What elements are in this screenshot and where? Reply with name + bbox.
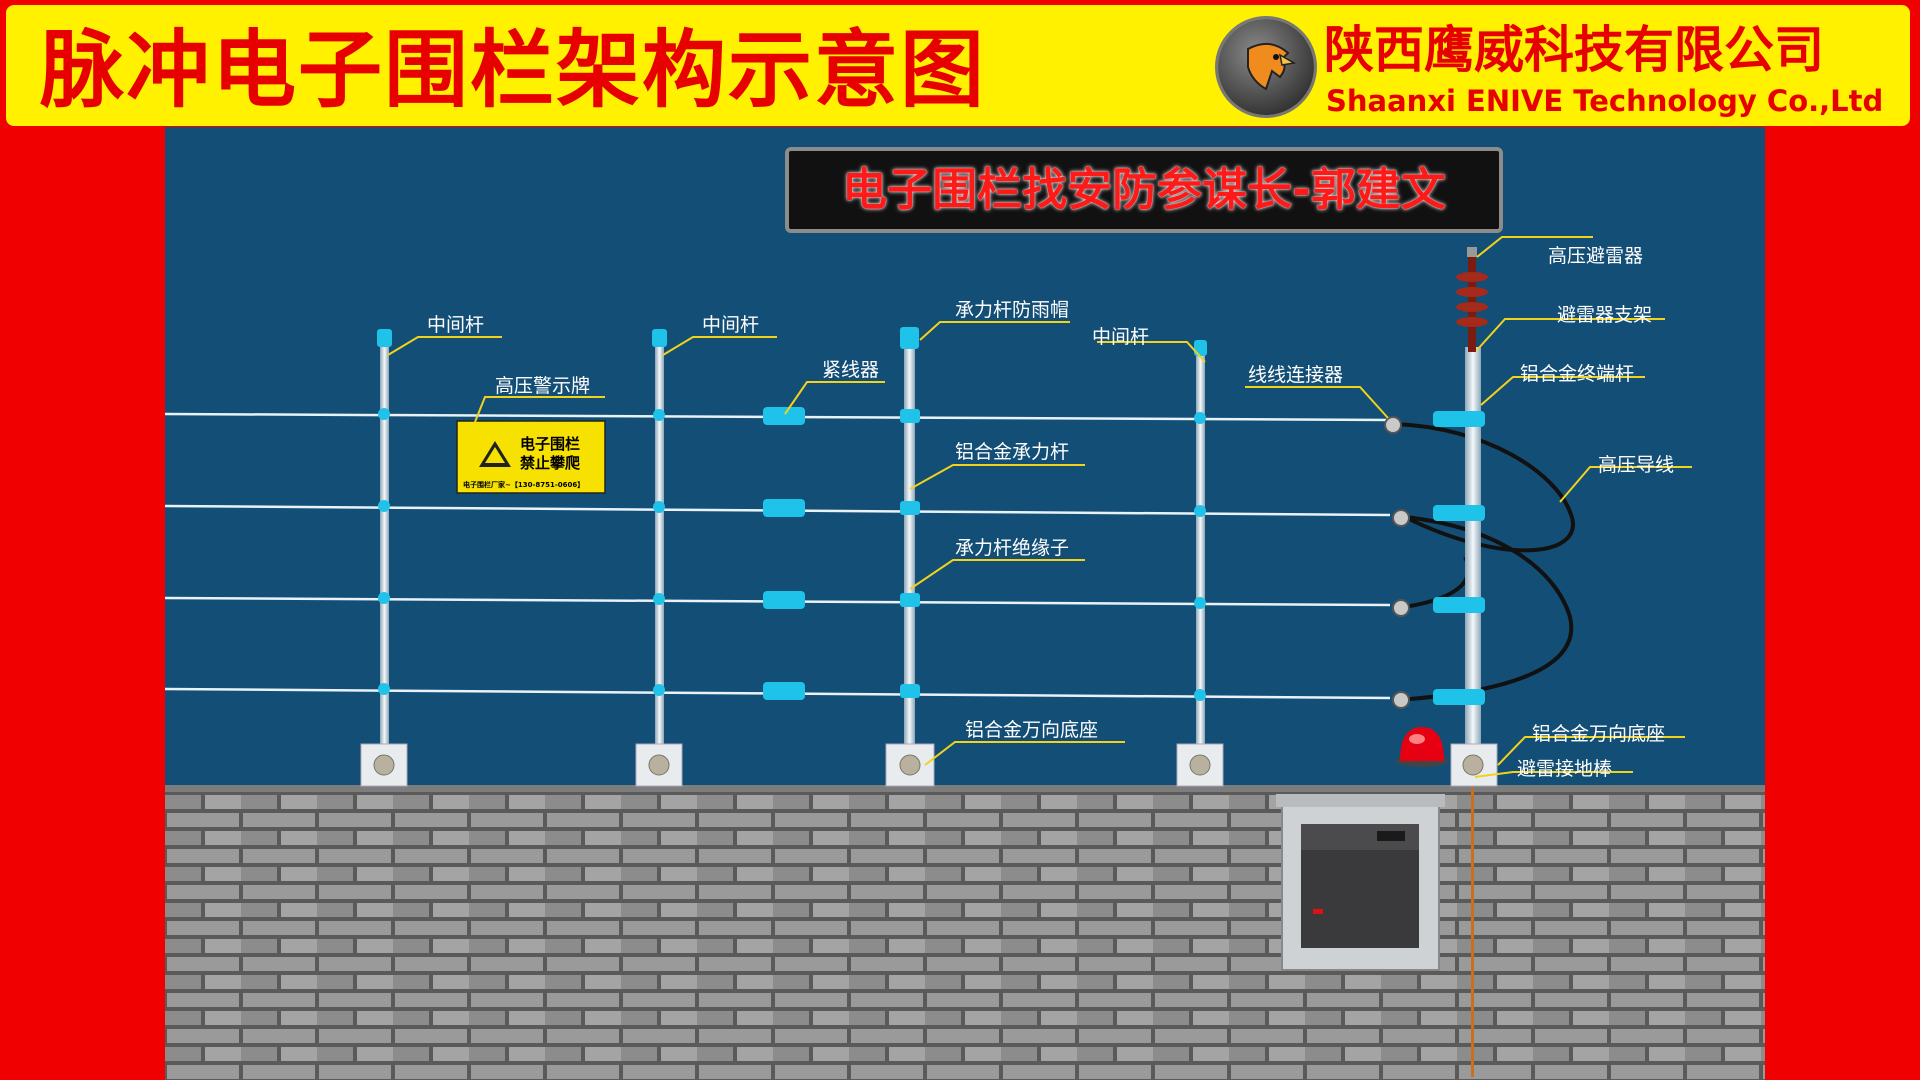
header-bar: 脉冲电子围栏架构示意图 陕西鹰威科技有限公司 Shaanxi ENIVE Tec… bbox=[6, 5, 1910, 126]
ground-rod bbox=[1471, 787, 1474, 1077]
label-load-pole: 铝合金承力杆 bbox=[955, 441, 1069, 463]
high-voltage-cable bbox=[1394, 422, 1575, 701]
label-arrester-bracket: 避雷器支架 bbox=[1557, 304, 1652, 326]
load-bearing-pole bbox=[885, 327, 935, 787]
eagle-logo-icon bbox=[1218, 19, 1314, 115]
slogan-text: 电子围栏找安防参谋长-郭建文 bbox=[842, 163, 1446, 216]
label-terminal-pole: 铝合金终端杆 bbox=[1520, 363, 1634, 385]
warning-sign: 电子围栏 禁止攀爬 电子围栏厂家~【130-8751-0606】 bbox=[456, 420, 606, 494]
sign-line-2: 禁止攀爬 bbox=[520, 454, 581, 472]
wire-insulators bbox=[378, 408, 1485, 705]
middle-pole-1 bbox=[360, 329, 408, 787]
label-warning-sign: 高压警示牌 bbox=[495, 375, 590, 397]
label-middle-pole-1: 中间杆 bbox=[427, 314, 484, 336]
company-name-en: Shaanxi ENIVE Technology Co.,Ltd bbox=[1326, 84, 1884, 118]
page-title: 脉冲电子围栏架构示意图 bbox=[40, 21, 987, 119]
diagram-panel: 电子围栏 禁止攀爬 电子围栏厂家~【130-8751-0606】 bbox=[165, 127, 1765, 1080]
label-ground-rod: 避雷接地棒 bbox=[1517, 758, 1612, 780]
label-rain-cap: 承力杆防雨帽 bbox=[955, 299, 1069, 321]
brick-wall bbox=[165, 790, 1765, 1080]
sign-line-1: 电子围栏 bbox=[520, 435, 580, 453]
label-middle-pole-3: 中间杆 bbox=[1092, 326, 1149, 348]
label-tensioner: 紧线器 bbox=[822, 359, 879, 381]
wire-tensioners bbox=[763, 407, 805, 700]
controller-box bbox=[1276, 794, 1445, 971]
label-leaders bbox=[387, 236, 1692, 778]
label-base-1: 铝合金万向底座 bbox=[965, 719, 1098, 741]
label-connector: 线线连接器 bbox=[1248, 364, 1343, 386]
label-middle-pole-2: 中间杆 bbox=[702, 314, 759, 336]
wall-top-ledge bbox=[165, 785, 1765, 792]
terminal-pole bbox=[1450, 347, 1498, 787]
label-hv-wire: 高压导线 bbox=[1598, 454, 1674, 476]
fence-diagram: 电子围栏 禁止攀爬 电子围栏厂家~【130-8751-0606】 bbox=[165, 236, 1765, 1080]
middle-pole-2 bbox=[635, 329, 683, 787]
label-base-2: 铝合金万向底座 bbox=[1532, 723, 1665, 745]
middle-pole-3 bbox=[1176, 340, 1224, 787]
label-arrester: 高压避雷器 bbox=[1548, 245, 1643, 267]
wire-connectors bbox=[1384, 416, 1410, 709]
slogan-banner: 电子围栏找安防参谋长-郭建文 bbox=[785, 147, 1503, 233]
fence-wires bbox=[165, 412, 1391, 700]
label-insulator: 承力杆绝缘子 bbox=[955, 537, 1069, 559]
lightning-arrester bbox=[1456, 247, 1488, 352]
company-name-cn: 陕西鹰威科技有限公司 bbox=[1324, 21, 1824, 79]
eagle-logo-graphic bbox=[1247, 42, 1297, 91]
sign-footer: 电子围栏厂家~【130-8751-0606】 bbox=[463, 480, 584, 489]
alarm-light bbox=[1396, 727, 1448, 767]
